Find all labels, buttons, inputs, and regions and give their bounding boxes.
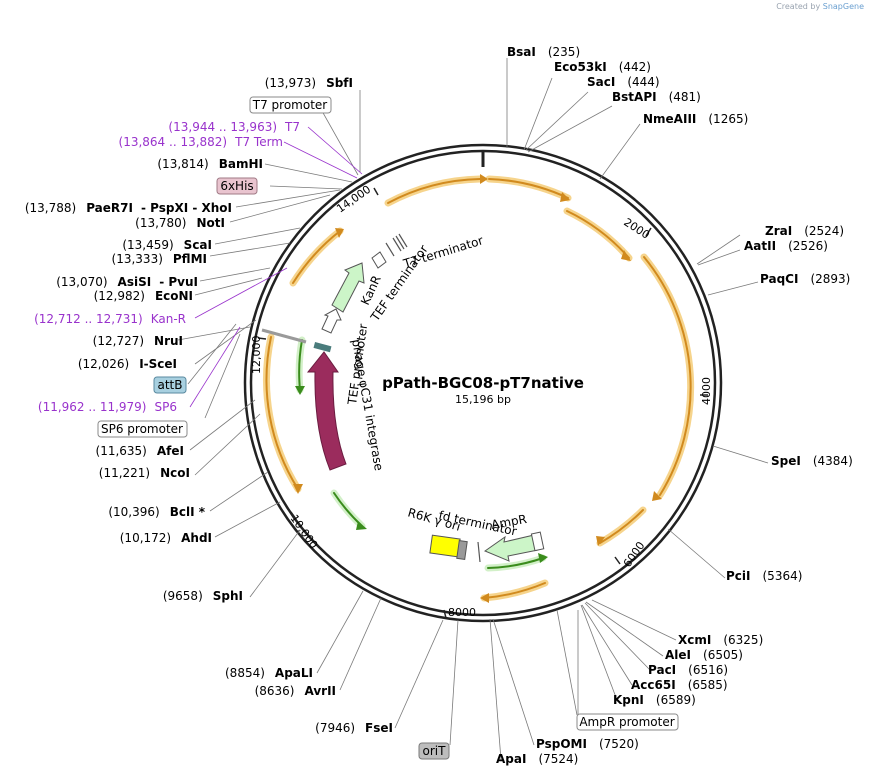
site-label: KpnI(6589) (613, 693, 696, 707)
integrase-arrow (306, 351, 347, 471)
site-label: Eco53kI(442) (554, 60, 651, 74)
ampr-promoter-box: AmpR promoter (579, 715, 674, 729)
boxed-features: T7 promoter 6xHis attB SP6 promoter AmpR… (97, 96, 679, 760)
leader-lines (177, 58, 769, 761)
site-label: AatII(2526) (744, 239, 828, 253)
site-label: PaqCI(2893) (760, 272, 850, 286)
site-label: (8854)ApaLI (225, 666, 313, 680)
site-label: (13,459)ScaI (122, 238, 212, 252)
site-label: BstAPI(481) (612, 90, 701, 104)
r6k-ori-label: R6K γ ori (406, 505, 462, 533)
site-label: (13,070)AsiSI- PvuI (56, 275, 198, 289)
tick-label-12000: 12,000 (250, 336, 263, 375)
tick-marks (257, 187, 708, 619)
orit-box: oriT (423, 744, 447, 758)
snapgene-credit: Created by SnapGene (776, 2, 864, 11)
site-label: (13,814)BamHI (157, 157, 263, 171)
orf-arcs (262, 174, 695, 603)
site-label: SacI(444) (587, 75, 660, 89)
site-label: (10,396)BclI * (108, 505, 205, 519)
site-label: PciI(5364) (726, 569, 802, 583)
tick-label-8000: 8000 (448, 606, 476, 619)
primer-label: (11,962 .. 11,979)SP6 (38, 400, 177, 414)
tick-label-10000: 10,000 (288, 512, 321, 551)
tick-label-4000: 4000 (700, 377, 713, 405)
sp6-promoter-box: SP6 promoter (101, 422, 183, 436)
primer-label: (12,712 .. 12,731)Kan-R (34, 312, 186, 326)
primer-label: (13,944 .. 13,963)T7 (168, 120, 300, 134)
site-label: (13,333)PflMI (112, 252, 207, 266)
site-label: (10,172)AhdI (120, 531, 212, 545)
primer-label: (13,864 .. 13,882)T7 Term (119, 135, 283, 149)
site-label: (13,780)NotI (135, 216, 225, 230)
site-label: (7946)FseI (315, 721, 393, 735)
site-label: (13,973)SbfI (265, 76, 353, 90)
site-label: Acc65I(6585) (631, 678, 728, 692)
site-label: (11,635)AfeI (96, 444, 184, 458)
site-label: (9658)SphI (163, 589, 243, 603)
site-label: ZraI(2524) (765, 224, 844, 238)
site-label: (12,026)I-SceI (78, 357, 177, 371)
ampr-label: AmpR (490, 512, 528, 532)
snapgene-logo: SnapGene (822, 2, 864, 11)
sites-right: BsaI(235) Eco53kI(442) SacI(444) BstAPI(… (496, 45, 853, 766)
r6k-ori-box (429, 534, 461, 558)
site-label: (11,221)NcoI (99, 466, 190, 480)
ampr-arrow (483, 534, 539, 562)
site-label: AleI(6505) (665, 648, 743, 662)
primer-labels: (13,944 .. 13,963)T7 (13,864 .. 13,882)T… (34, 120, 300, 414)
site-label: ApaI(7524) (496, 752, 578, 766)
plasmid-backbone (243, 143, 723, 623)
sites-left: (13,973)SbfI (13,814)BamHI (13,788)PaeR7… (25, 76, 393, 735)
attb-box: attB (158, 378, 183, 392)
kanr-arrow (331, 262, 365, 313)
site-label: XcmI(6325) (678, 633, 763, 647)
6xhis-box: 6xHis (220, 179, 253, 193)
site-label: SpeI(4384) (771, 454, 853, 468)
credit-prefix: Created by (776, 2, 821, 11)
plasmid-length: 15,196 bp (455, 393, 511, 406)
site-label: PacI(6516) (648, 663, 728, 677)
plasmid-name: pPath-BGC08-pT7native (382, 374, 584, 392)
tef-promoter-arrow (321, 308, 342, 334)
inner-features (261, 233, 545, 563)
tick-label-6000: 6000 (621, 539, 648, 569)
site-label: BsaI(235) (507, 45, 580, 59)
site-label: (12,727)NruI (93, 334, 183, 348)
site-label: (12,982)EcoNI (94, 289, 193, 303)
site-label: (13,788)PaeR7I- PspXI - XhoI (25, 201, 232, 215)
t7-promoter-box: T7 promoter (252, 98, 328, 112)
site-label: (8636)AvrII (255, 684, 336, 698)
site-label: NmeAIII(1265) (643, 112, 748, 126)
site-label: PspOMI(7520) (536, 737, 639, 751)
